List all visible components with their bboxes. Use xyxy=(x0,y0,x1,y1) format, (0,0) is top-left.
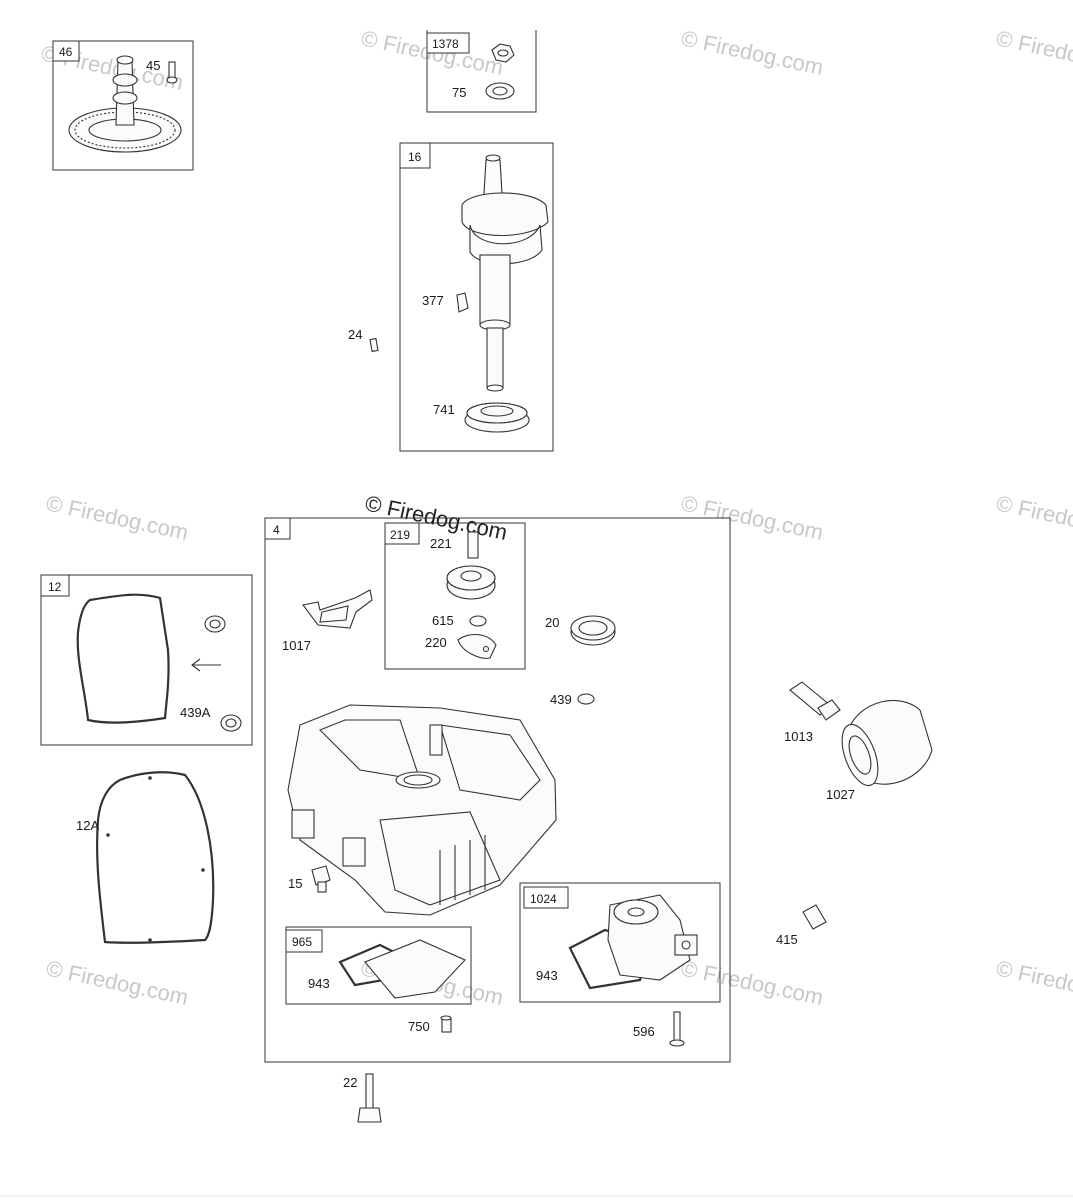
seal-ring xyxy=(204,615,226,633)
callout-741: 741 xyxy=(433,402,455,417)
part-750 xyxy=(440,1015,452,1033)
group-tag-box xyxy=(40,574,70,597)
watermark-text: © Firedog.com xyxy=(994,955,1073,1010)
callout-12A: 12A xyxy=(76,818,99,833)
callout-943a: 943 xyxy=(308,976,330,991)
group-4-crankcase-cover: 4 219 221 615 220 1017 xyxy=(264,517,731,1063)
group-1024-oil-pump: 1024 943 xyxy=(519,882,721,1003)
group-frame xyxy=(399,142,554,452)
group-frame xyxy=(264,517,731,1063)
seal-ring-439A xyxy=(220,714,242,732)
group-12-gasket-set: 12 439A xyxy=(40,574,253,746)
callout-615: 615 xyxy=(432,613,454,628)
oil-filter-1027 xyxy=(841,699,933,787)
callout-1013: 1013 xyxy=(784,729,813,744)
crankcase-cover-part xyxy=(287,704,557,916)
group-tag-box xyxy=(264,517,291,540)
camshaft-gear xyxy=(68,55,182,153)
group-219-governor-gear: 219 221 615 220 xyxy=(384,522,526,670)
bracket-1017 xyxy=(302,589,373,629)
callout-219: 219 xyxy=(390,528,410,542)
callout-1027: 1027 xyxy=(826,787,855,802)
group-frame xyxy=(40,574,253,746)
callout-965: 965 xyxy=(292,935,312,949)
callout-75: 75 xyxy=(452,85,466,100)
nut-part xyxy=(491,43,515,63)
watermark-text: © Firedog.com xyxy=(994,490,1073,545)
callout-12: 12 xyxy=(48,580,62,594)
pin-45 xyxy=(166,61,178,84)
washer-615 xyxy=(469,615,487,627)
group-frame xyxy=(426,30,537,113)
oil-pump-part xyxy=(607,894,698,981)
group-46-camshaft: 46 45 xyxy=(52,40,194,171)
group-965-gasket: 965 943 xyxy=(285,926,472,1005)
bolt-22 xyxy=(357,1073,382,1123)
group-tag-box xyxy=(52,40,80,62)
part-12A-gasket xyxy=(96,771,215,944)
callout-1378: 1378 xyxy=(432,37,459,51)
group-tag-box xyxy=(426,32,470,54)
arrow-icon xyxy=(191,658,221,672)
drain-plug-15 xyxy=(311,865,331,893)
callout-16: 16 xyxy=(408,150,422,164)
group-16-crankshaft: 16 377 741 xyxy=(399,142,554,452)
watermark-text: © Firedog.com xyxy=(679,25,826,80)
crankshaft-part xyxy=(461,154,549,392)
o-ring-439 xyxy=(577,693,595,705)
group-tag-box xyxy=(285,929,323,953)
callout-415: 415 xyxy=(776,932,798,947)
callout-22: 22 xyxy=(343,1075,357,1090)
group-frame xyxy=(285,926,472,1005)
callout-4: 4 xyxy=(273,523,280,537)
governor-gear-part xyxy=(446,531,496,600)
callout-1017: 1017 xyxy=(282,638,311,653)
washer-75 xyxy=(485,82,515,100)
oil-seal-20 xyxy=(570,615,616,646)
watermark-text: © Firedog.com xyxy=(44,955,191,1010)
callout-20: 20 xyxy=(545,615,559,630)
callout-377: 377 xyxy=(422,293,444,308)
watermark-text: © Firedog.com xyxy=(994,25,1073,80)
group-frame xyxy=(52,40,194,171)
callout-1024: 1024 xyxy=(530,892,557,906)
callout-15: 15 xyxy=(288,876,302,891)
group-1378: 1378 75 xyxy=(426,30,537,113)
callout-24: 24 xyxy=(348,327,362,342)
group-frame xyxy=(519,882,721,1003)
plate-220 xyxy=(457,634,497,659)
callout-439A: 439A xyxy=(180,705,211,720)
group-tag-box xyxy=(399,142,431,169)
key-377 xyxy=(456,292,469,313)
watermark-text: © Firedog.com xyxy=(44,490,191,545)
callout-943b: 943 xyxy=(536,968,558,983)
gasket-outline xyxy=(76,593,170,724)
callout-750: 750 xyxy=(408,1019,430,1034)
callout-46: 46 xyxy=(59,45,73,59)
callout-220: 220 xyxy=(425,635,447,650)
group-tag-box xyxy=(523,886,569,909)
group-frame xyxy=(384,522,526,670)
group-tag-box xyxy=(384,522,420,545)
cover-plate xyxy=(364,939,466,999)
crank-gear-741 xyxy=(464,402,530,433)
callout-596: 596 xyxy=(633,1024,655,1039)
callout-439: 439 xyxy=(550,692,572,707)
plug-415 xyxy=(802,904,827,930)
part-24 xyxy=(369,337,379,353)
callout-221: 221 xyxy=(430,536,452,551)
oil-filter-adapter-1013 xyxy=(789,681,841,721)
callout-45: 45 xyxy=(146,58,160,73)
pin-596 xyxy=(669,1011,685,1047)
